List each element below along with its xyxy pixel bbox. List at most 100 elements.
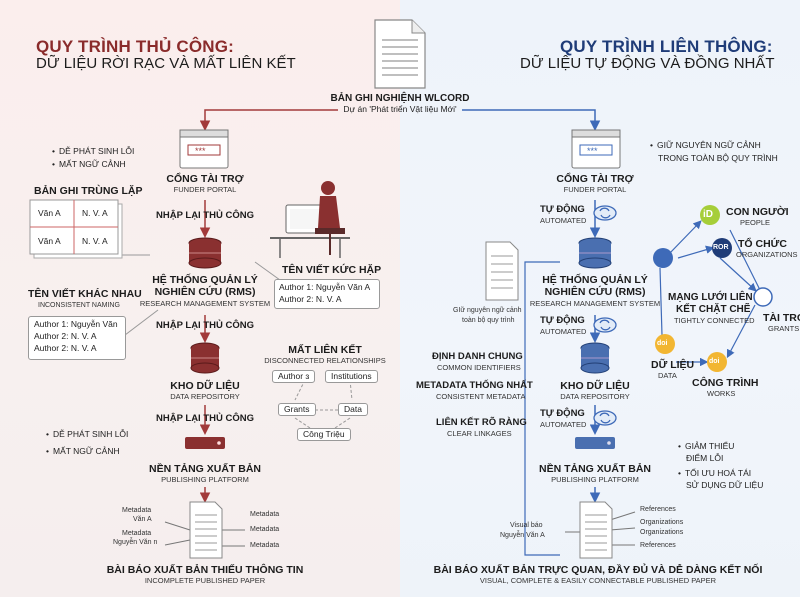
left-paper-sub: INCOMPLETE PUBLISHED PAPER [144, 576, 266, 585]
right-context-bullet-1: GIỮ NGUYÊN NGỮ CẢNH [650, 140, 761, 150]
net-org-sub: ORGANIZATIONS [736, 250, 798, 259]
left-funder-sub: FUNDER PORTAL [173, 185, 237, 194]
context-document-icon [485, 241, 519, 301]
orcid-icon: iD [703, 209, 713, 220]
left-bullet-error: DỄ PHÁT SINH LỖI [52, 146, 134, 156]
inconsistent-line-2: Author 2: N. V. A [34, 331, 97, 341]
right-funder-sub: FUNDER PORTAL [563, 185, 627, 194]
paper-right-3: Organizations [640, 529, 684, 536]
meta-left-2: Văn A [133, 516, 152, 523]
paper-left-1: Visual báo [510, 522, 543, 529]
paper-icon-left [189, 501, 223, 559]
right-paper-sub: VISUAL, COMPLETE & EASILY CONNECTABLE PU… [479, 576, 717, 585]
database-icon-rms-right [578, 237, 612, 269]
left-bottom-bullet-error: DỄ PHÁT SINH LỖI [46, 429, 128, 439]
right-subtitle: DỮ LIỆU TỰ ĐỘNG VÀ ĐỒNG NHẤT [520, 55, 775, 72]
left-rms-title-2: NGHIÊN CỨU (RMS) [154, 286, 256, 298]
people-network-node [653, 248, 673, 268]
svg-text:***: *** [587, 146, 598, 156]
right-auto-2-sub: AUTOMATED [540, 327, 587, 336]
right-auto-3-sub: AUTOMATED [540, 420, 587, 429]
paper-left-2: Nguyễn Văn A [500, 532, 545, 539]
benefit-1a: GIẢM THIỂU [678, 441, 734, 451]
net-center-label-2: KẾT CHẶT CHẼ [676, 304, 751, 315]
left-rms-sub: RESEARCH MANAGEMENT SYSTEM [139, 299, 271, 308]
left-manual-entry-1: NHẬP LẠI THỦ CÔNG [156, 210, 254, 221]
doi-icon-works: doi [709, 358, 720, 365]
right-rms-title-2: NGHIÊN CỨU (RMS) [544, 286, 646, 298]
context-note-1: GIữ nguyên ngữ cảnh [453, 307, 522, 314]
inconsistent-naming-box [28, 316, 126, 360]
right-auto-3: TỰ ĐỘNG [540, 408, 585, 419]
meta-left-3: Metadata [122, 530, 152, 537]
left-funder-title: CỔNG TÀI TRỢ [166, 173, 244, 185]
left-manual-entry-2: NHẬP LẠI THỦ CÔNG [156, 320, 254, 331]
left-rms-title-1: HỆ THỐNG QUẢN LÝ [152, 274, 258, 286]
right-repo-sub: DATA REPOSITORY [560, 392, 630, 401]
left-bullet-context: MẤT NGỮ CẢNH [52, 159, 126, 169]
paper-right-4: References [640, 542, 676, 549]
doi-icon-data: doi [657, 340, 668, 347]
left-pub-title: NỀN TẢNG XUẤT BẢN [149, 463, 261, 475]
net-center-label-1: MẠNG LƯỚI LIÊN [668, 292, 753, 303]
record-title: BẢN GHI NGHIỆNH WLCORD [330, 93, 470, 104]
common-identifiers-sub: COMMON IDENTIFIERS [437, 363, 521, 372]
net-org-label: TỔ CHỨC [738, 238, 787, 250]
inconsistent-naming-sub: INCONSISTENT NAMING [38, 302, 120, 309]
dup-cell-2: N. V. A [82, 208, 108, 218]
right-title: QUY TRÌNH LIÊN THÔNG: [560, 37, 773, 56]
right-repo-title: KHO DỮ LIỆU [560, 380, 630, 392]
clumsy-line-1: Author 1: Nguyễn Văn A [279, 282, 371, 292]
left-title: QUY TRÌNH THỦ CÔNG: [36, 37, 235, 56]
svg-text:***: *** [195, 146, 206, 156]
paper-right-2: Organizations [640, 519, 684, 526]
disc-node-grants: Grants [278, 403, 316, 417]
right-auto-1-sub: AUTOMATED [540, 216, 587, 225]
clumsy-line-2: Author 2: N. V. A [279, 294, 342, 304]
clear-linkages-label: LIÊN KẾT RÕ RÀNG [436, 417, 527, 428]
disconnected-label: MẤT LIÊN KẾT [288, 344, 362, 356]
disc-node-works: Công Triệu [297, 428, 351, 442]
funder-portal-icon-left: *** [179, 129, 229, 169]
net-grants-sub: GRANTS [768, 324, 800, 333]
benefit-1b: ĐIỂM LỖI [686, 453, 724, 463]
ror-node [712, 238, 732, 258]
right-funder-title: CỔNG TÀI TRỢ [556, 173, 634, 185]
left-subtitle: DỮ LIỆU RỜI RẠC VÀ MẤT LIÊN KẾT [36, 55, 296, 72]
meta-left-1: Metadata [122, 507, 152, 514]
benefit-2b: SỬ DỤNG DỮ LIỆU [686, 480, 764, 490]
database-icon-repo-right [580, 342, 610, 374]
consistent-metadata-sub: CONSISTENT METADATA [436, 392, 526, 401]
right-pub-title: NỀN TẢNG XUẤT BẢN [539, 463, 651, 475]
person-at-computer-icon [270, 181, 350, 258]
meta-left-4: Nguyễn Văn n [113, 539, 158, 546]
disc-node-author: Author ɜ [272, 370, 316, 384]
meta-right-3: Metadata [250, 542, 280, 549]
net-works-label: CÔNG TRÌNH [692, 377, 759, 389]
context-note-2: toàn bộ quy trình [462, 317, 515, 324]
right-pub-sub: PUBLISHING PLATFORM [551, 475, 639, 484]
database-icon-repo-left [190, 342, 220, 374]
works-doi-node [707, 352, 727, 372]
right-rms-sub: RESEARCH MANAGEMENT SYSTEM [529, 299, 661, 308]
consistent-metadata-label: METADATA THỐNG NHẤT [416, 380, 533, 391]
paper-right-1: References [640, 506, 676, 513]
left-pub-sub: PUBLISHING PLATFORM [161, 475, 249, 484]
disconnected-sub: DISCONNECTED RELATIONSHIPS [264, 356, 386, 365]
dup-cell-1: Văn A [38, 208, 61, 218]
net-grants-label: TÀI TRỢ [763, 312, 800, 324]
right-paper-title: BÀI BÁO XUẤT BẢN TRỰC QUAN, ĐẦY ĐỦ VÀ DỄ… [433, 564, 763, 576]
meta-right-2: Metadata [250, 526, 280, 533]
left-repo-title: KHO DỮ LIỆU [170, 380, 240, 392]
funder-portal-icon-right: *** [571, 129, 621, 169]
left-bottom-bullet-context: MẤT NGỮ CẢNH [46, 446, 120, 456]
document-icon [374, 19, 426, 89]
dup-cell-3: Văn A [38, 236, 61, 246]
server-icon-right [575, 437, 615, 449]
ror-icon: ROR [713, 244, 729, 251]
right-context-bullet-2: TRONG TOÀN BỘ QUY TRÌNH [658, 153, 778, 163]
benefit-2a: TỐI ƯU HOÁ TÁI [678, 468, 751, 478]
right-rms-title-1: HỆ THỐNG QUẢN LÝ [542, 274, 648, 286]
left-paper-title: BÀI BÁO XUẤT BẢN THIẾU THÔNG TIN [106, 564, 304, 576]
